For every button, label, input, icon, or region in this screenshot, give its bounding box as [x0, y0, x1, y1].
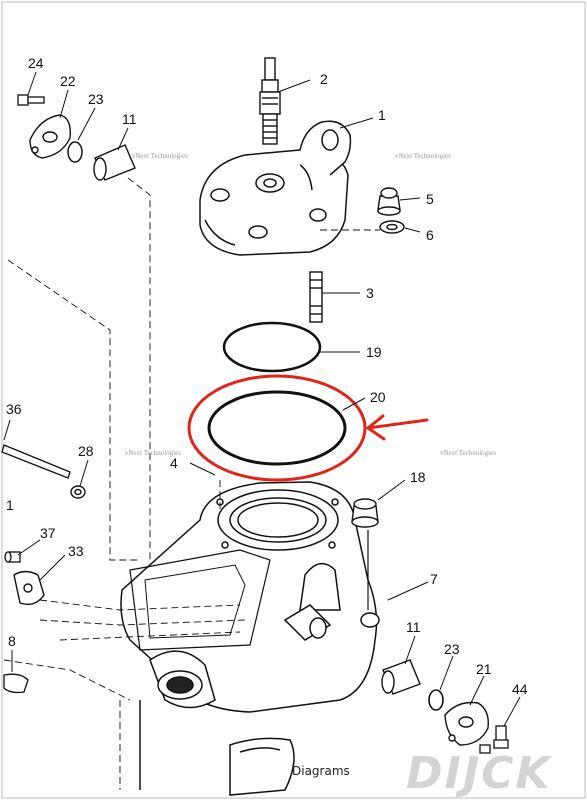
highlight-arrow	[366, 414, 429, 441]
leader-lines	[3, 71, 521, 727]
valve-sleeve	[93, 144, 136, 181]
washer	[379, 220, 405, 234]
cap-nut	[377, 187, 401, 216]
callout-6: 6	[426, 227, 434, 243]
callout-28: 28	[78, 443, 94, 459]
watermark-2: vNext Technologies	[395, 152, 451, 160]
callout-8: 8	[8, 633, 16, 649]
callout-23: 23	[88, 91, 104, 107]
diagram-caption: Diagrams	[292, 764, 350, 778]
part-8	[3, 673, 29, 694]
callout-23-lower: 23	[444, 641, 460, 657]
valve-cover-lower	[444, 701, 489, 746]
small-bolt	[17, 94, 45, 106]
callout-36: 36	[6, 401, 22, 417]
callout-22: 22	[60, 73, 76, 89]
callout-20: 20	[370, 389, 386, 405]
highlight-circle	[187, 374, 367, 482]
callout-19: 19	[366, 344, 382, 360]
o-ring-small	[67, 141, 83, 163]
o-ring-lower	[428, 689, 444, 711]
stud-bolt	[309, 271, 323, 323]
callout-44: 44	[512, 681, 528, 697]
callout-7: 7	[430, 571, 438, 587]
callout-18: 18	[410, 469, 426, 485]
watermark-3: vNext Technologies	[125, 449, 181, 457]
callout-11: 11	[122, 111, 137, 127]
flange-nut	[351, 498, 379, 528]
bracket-33	[13, 570, 45, 606]
gasket-ring-20	[207, 390, 347, 466]
watermark-1: vNext Technologies	[132, 152, 188, 160]
valve-cover	[29, 114, 71, 159]
washer-28	[70, 485, 86, 499]
o-ring-19	[222, 321, 322, 373]
callout-37: 37	[40, 525, 56, 541]
callout-5: 5	[426, 191, 434, 207]
callout-3: 3	[366, 285, 374, 301]
screw-37	[4, 551, 21, 563]
valve-sleeve-lower	[381, 659, 421, 695]
callout-1-lower: 1	[6, 497, 14, 513]
watermark-4: vNext Technologies	[440, 449, 496, 457]
callout-33: 33	[68, 543, 84, 559]
callout-numbers: 24 22 23 11 2 1 5 6 3 19 20 36 28 4 18 1…	[6, 55, 528, 697]
bolt-44	[479, 725, 509, 754]
cylinder-body	[120, 481, 380, 796]
callout-11-lower: 11	[406, 619, 421, 635]
assembly-lines	[3, 177, 380, 790]
callout-4: 4	[170, 455, 178, 471]
callout-24: 24	[28, 55, 44, 71]
callout-2: 2	[320, 71, 328, 87]
push-rod	[1, 444, 71, 479]
cylinder-head	[199, 120, 352, 256]
watermarks: vNext Technologies vNext Technologies vN…	[125, 152, 496, 457]
spark-plug	[259, 57, 281, 145]
brand-logo: DIJCK	[406, 748, 553, 798]
brand-logo-text: DIJCK	[406, 748, 553, 798]
callout-1: 1	[378, 107, 386, 123]
callout-21: 21	[476, 661, 492, 677]
